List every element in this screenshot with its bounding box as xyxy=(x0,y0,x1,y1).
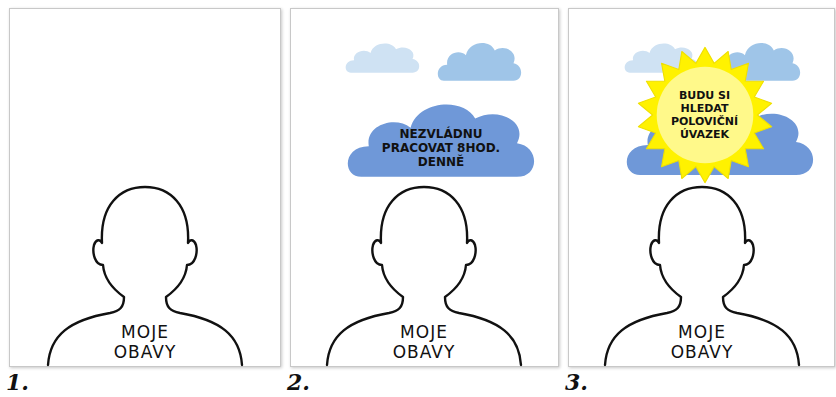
worry-text: NEZVLÁDNU PRACOVAT 8HOD. DENNĚ xyxy=(377,127,505,169)
panel-number: 3. xyxy=(565,370,588,394)
head-silhouette-node: MOJE OBAVY xyxy=(597,185,807,365)
head-caption: MOJE OBAVY xyxy=(382,322,466,362)
small-cloud xyxy=(438,43,521,81)
small-cloud xyxy=(346,43,420,72)
panel-number: 2. xyxy=(287,370,310,394)
panel-number: 1. xyxy=(6,370,29,394)
head-caption: MOJE OBAVY xyxy=(660,322,744,362)
head-caption: MOJE OBAVY xyxy=(103,322,187,362)
head-silhouette-node: MOJE OBAVY xyxy=(40,185,250,365)
head-silhouette-node: MOJE OBAVY xyxy=(319,185,529,365)
comic-panel: 1.MOJE OBAVY xyxy=(9,8,281,367)
solution-sun: BUDU SI HLEDAT POLOVIČNÍ ÚVAZEK xyxy=(636,46,774,184)
comic-panel: 3.BUDU SI HLEDAT POLOVIČNÍ ÚVAZEKMOJE OB… xyxy=(568,8,835,367)
worry-cloud: NEZVLÁDNU PRACOVAT 8HOD. DENNĚ xyxy=(346,91,536,183)
solution-text: BUDU SI HLEDAT POLOVIČNÍ ÚVAZEK xyxy=(663,89,747,141)
comic-panel: 2.NEZVLÁDNU PRACOVAT 8HOD. DENNĚMOJE OBA… xyxy=(290,8,559,367)
